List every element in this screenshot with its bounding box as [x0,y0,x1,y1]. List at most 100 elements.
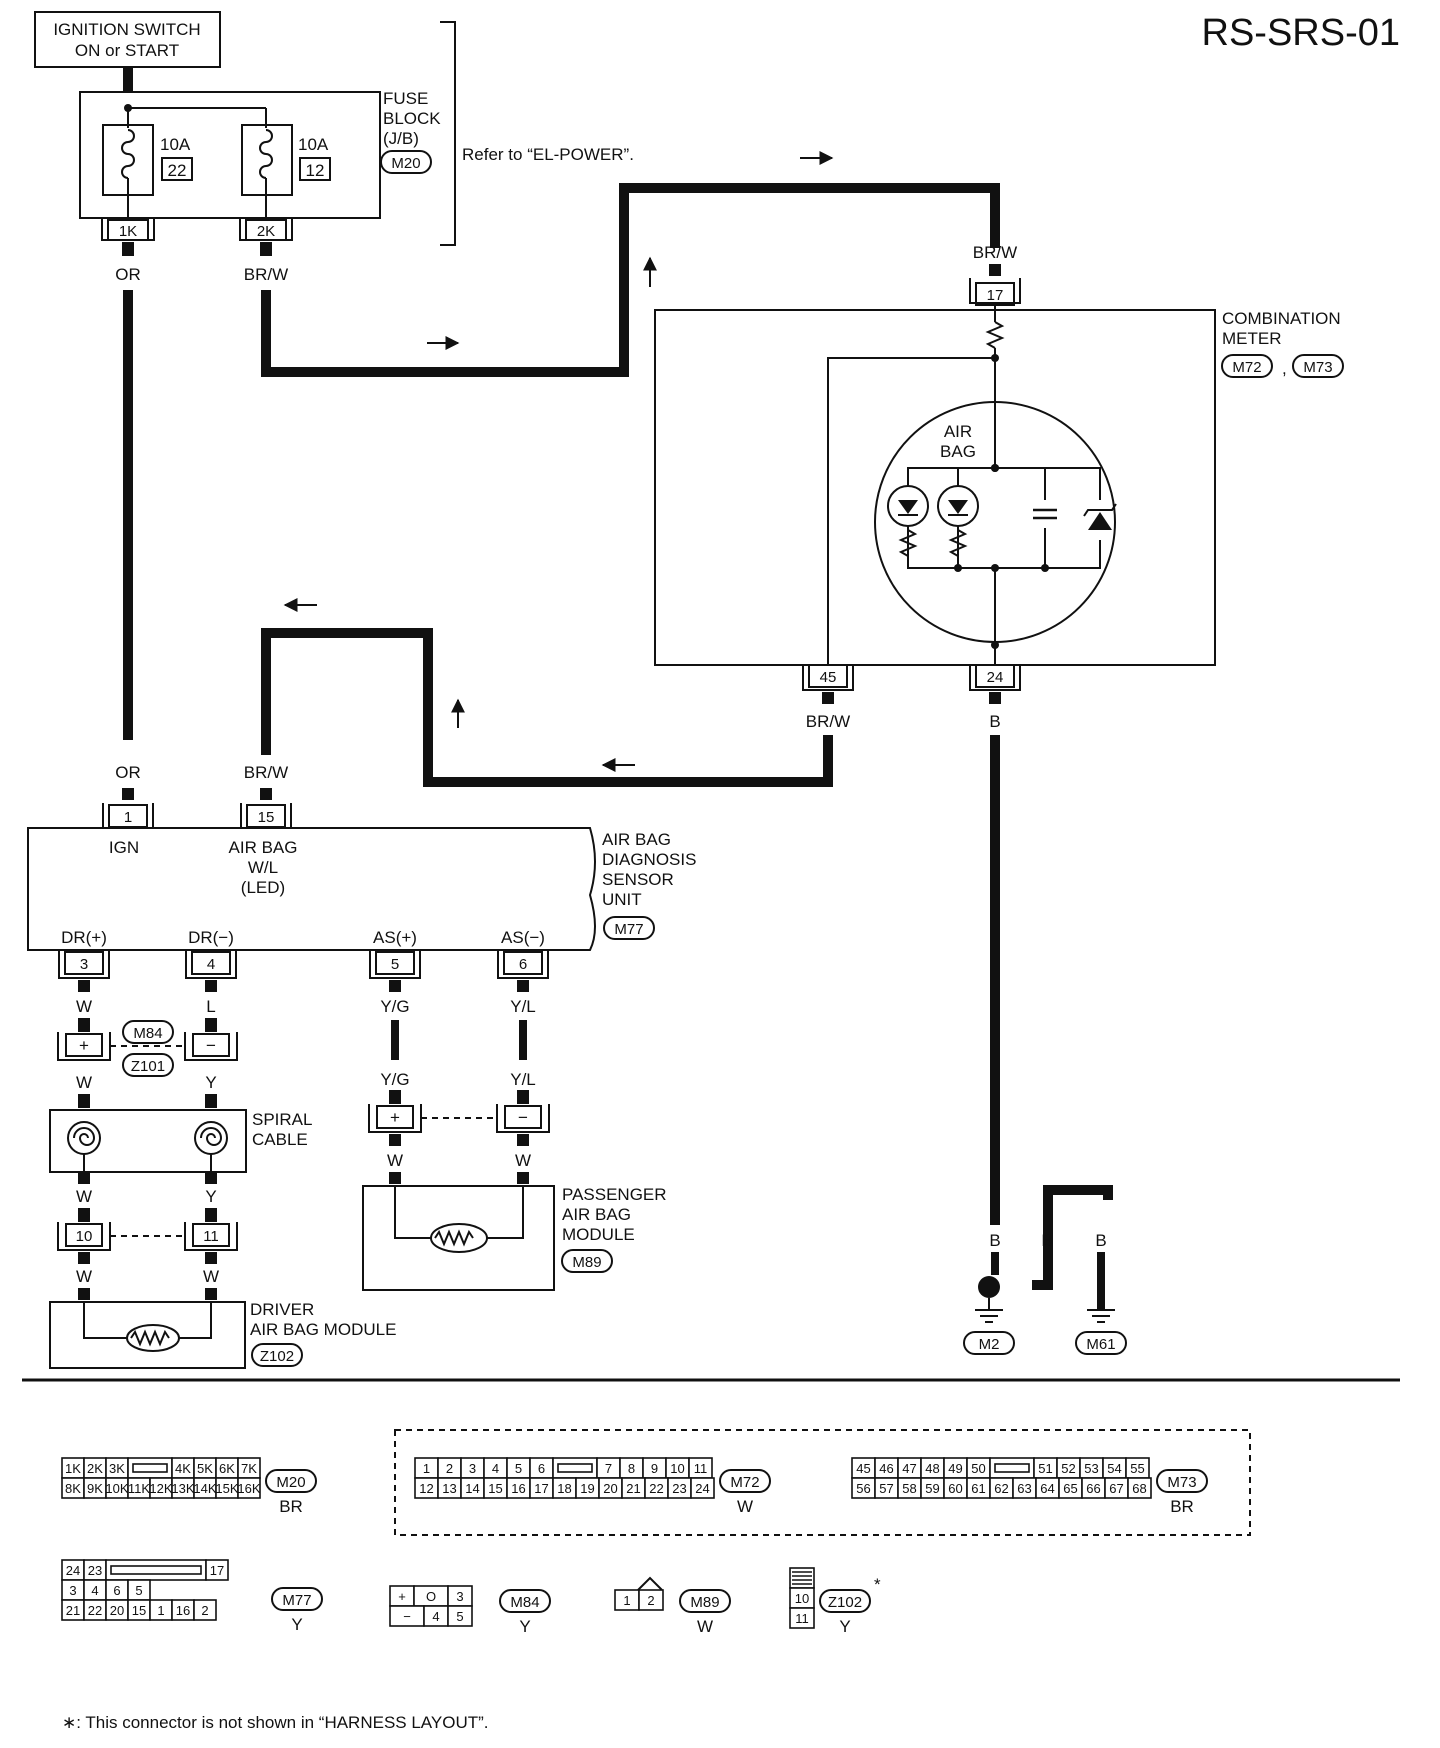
passenger-module-label-1: PASSENGER [562,1185,667,1204]
meter-connector-group [394,1429,1251,1536]
m20-pin: 5K [197,1461,213,1476]
m77-pin: 2 [201,1603,208,1618]
driver-connector-10: 10 [57,1222,111,1251]
m84-pin: 5 [456,1609,463,1624]
m84-id: M84 [510,1594,539,1611]
wire-brw-label: BR/W [244,763,288,782]
m77-pin: 23 [88,1563,102,1578]
m20-pin: 6K [219,1461,235,1476]
m73-pin: 66 [1086,1481,1100,1496]
meter-conn-sep: , [1282,359,1287,378]
ignition-line1: IGNITION SWITCH [53,20,200,39]
m73-pin: 48 [925,1461,939,1476]
m72-pin: 14 [465,1481,479,1496]
wire-b-2: B [1041,1231,1052,1250]
m72-pin: 6 [538,1461,545,1476]
meter-label-2: METER [1222,329,1282,348]
m72-pin: 10 [670,1461,684,1476]
m72-pin: 22 [649,1481,663,1496]
meter-terminal-45: 45 [802,664,854,691]
m20-badge [265,1469,317,1493]
pin15-name-2: W/L [248,858,278,877]
wire-or-label: OR [115,763,141,782]
m72-pin: 8 [628,1461,635,1476]
wire-w-b: W [76,1187,92,1206]
conn-m84: M84 [133,1025,162,1042]
m77-badge [271,1587,323,1611]
m72-pin: 7 [605,1461,612,1476]
sensor-pin-6: 6 [497,950,549,979]
pin15-name-1: AIR BAG [229,838,298,857]
ground-m61: M61 [1086,1336,1115,1353]
conn-z102: Z102 [260,1348,294,1365]
driver-connector-plus: + [57,1032,111,1061]
m84-cell [447,1605,473,1627]
passenger-connector-minus: − [496,1104,550,1133]
wire-yg-5: Y/G [380,997,409,1016]
m72-pin: 5 [515,1461,522,1476]
m20-pin: 11K [128,1481,150,1496]
conn-z101: Z101 [131,1058,165,1075]
wire-brw-meter-out: BR/W [806,712,850,731]
wire-brw-warning [261,628,833,787]
passenger-connector-plus: + [368,1104,422,1133]
m20-pin: 14K [193,1481,216,1496]
m77-pin: 4 [91,1583,98,1598]
m72-color: W [737,1497,753,1516]
ground-m2: M2 [979,1336,1000,1353]
m77-pin: 15 [132,1603,146,1618]
m84-pin: O [426,1589,436,1604]
ignition-switch: IGNITION SWITCH ON or START [34,11,221,68]
spiral-icon [200,1127,223,1146]
m77-pin: 22 [88,1603,102,1618]
m72-pin: 13 [442,1481,456,1496]
m73-color: BR [1170,1497,1194,1516]
m20-pin: 15K [215,1481,238,1496]
footnote: ∗: This connector is not shown in “HARNE… [62,1713,489,1732]
pin5-name: AS(+) [373,928,417,947]
m72-pin: 12 [419,1481,433,1496]
driver-module-label-2: AIR BAG MODULE [250,1320,396,1339]
squib-icon [126,1324,180,1352]
wire-w-f: W [515,1151,531,1170]
m73-pin: 64 [1040,1481,1054,1496]
m73-pin: 57 [879,1481,893,1496]
m84-badge [499,1589,551,1613]
fuse-block-connector: M20 [391,155,420,172]
sensor-pin-3: 3 [58,950,110,979]
m73-pin: 62 [994,1481,1008,1496]
m77-pin: 21 [66,1603,80,1618]
svg-text:11: 11 [203,1228,219,1245]
pin4-name: DR(−) [188,928,234,947]
svg-text:−: − [206,1036,216,1055]
m72-pin: 23 [672,1481,686,1496]
terminal-2k: 2K [239,218,293,241]
spiral-cable [49,1109,247,1173]
connector-key-icon [110,1565,202,1575]
terminal-1k: 1K [101,218,155,241]
m73-pin: 51 [1038,1461,1052,1476]
m89-key-icon [637,1576,663,1591]
z102-cell [789,1607,815,1629]
ignition-line2: ON or START [75,41,179,60]
svg-text:+: + [390,1108,400,1127]
svg-text:6: 6 [519,956,527,973]
wire-brw-feed [261,183,1000,377]
m73-pin: 55 [1130,1461,1144,1476]
m72-pin: 20 [603,1481,617,1496]
svg-text:2K: 2K [257,223,275,240]
ground-point-icon [978,1276,1000,1298]
m89-id: M89 [690,1594,719,1611]
z102-pin: 11 [795,1611,809,1626]
sensor-label-3: SENSOR [602,870,674,889]
m84-pin: 3 [456,1589,463,1604]
m72-cell [690,1477,715,1499]
fuse-block-label-2: BLOCK [383,109,441,128]
m72-pin: 18 [557,1481,571,1496]
svg-text:15: 15 [258,809,275,826]
m73-pin: 56 [856,1481,870,1496]
m72-pin: 2 [446,1461,453,1476]
m73-pin: 63 [1017,1481,1031,1496]
m77-pin: 3 [69,1583,76,1598]
sensor-pin-1: 1 [102,803,154,829]
